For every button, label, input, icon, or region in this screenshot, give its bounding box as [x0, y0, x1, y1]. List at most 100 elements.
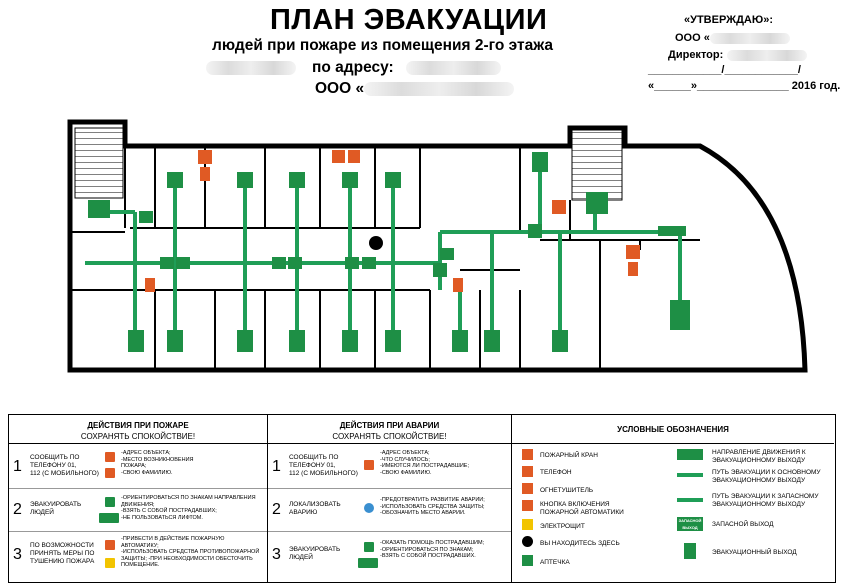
exit-sign: [272, 257, 286, 269]
legend-symbols-column: УСЛОВНЫЕ ОБОЗНАЧЕНИЯ ПОЖАРНЫЙ КРАН ТЕЛЕФ…: [512, 415, 834, 582]
action-number: 2: [272, 501, 281, 518]
evacuation-exit-icon: [684, 543, 696, 559]
exit-sign: [385, 330, 401, 352]
extinguisher-icon: [145, 278, 155, 292]
exit-sign: [658, 226, 672, 236]
approval-org-prefix: ООО «: [675, 32, 710, 44]
plan-title: ПЛАН ЭВАКУАЦИИ: [270, 4, 548, 36]
exit-sign: [532, 152, 548, 172]
main-route-line-icon: [677, 473, 703, 477]
extinguisher-icon: [348, 150, 360, 163]
redacted-name: [206, 60, 296, 75]
signature-line: ____________/____________/: [648, 64, 801, 76]
legend-panel: ДЕЙСТВИЯ ПРИ ПОЖАРЕ СОХРАНЯТЬ СПОКОЙСТВИ…: [8, 414, 836, 583]
fire-actions-column: ДЕЙСТВИЯ ПРИ ПОЖАРЕ СОХРАНЯТЬ СПОКОЙСТВИ…: [9, 415, 268, 582]
phone-icon: [105, 468, 115, 478]
alarm-button-icon: [552, 200, 566, 214]
exit-sign: [433, 263, 447, 277]
exit-sign: [167, 172, 183, 188]
reserve-route-line-icon: [677, 498, 703, 502]
protection-icon: [364, 503, 374, 513]
fire-hydrant-icon: [626, 245, 640, 259]
approval-heading: «УТВЕРЖДАЮ»:: [684, 14, 773, 26]
phone-icon: [522, 466, 533, 477]
redacted-approval-org: [709, 32, 790, 44]
action-number: 3: [272, 546, 281, 563]
director-line: Директор:: [668, 49, 808, 61]
legend-label: ОГНЕТУШИТЕЛЬ: [540, 487, 594, 494]
first-aid-icon: [522, 555, 533, 566]
safety-signs: [145, 150, 640, 292]
exit-sign: [552, 330, 568, 352]
fire-hydrant-icon: [522, 449, 533, 460]
exit-sign: [528, 224, 542, 238]
legend-label: ТЕЛЕФОН: [540, 469, 572, 476]
legend-label: ПУТЬ ЭВАКУАЦИИ К ЗАПАСНОМУ ЭВАКУАЦИОННОМ…: [712, 493, 819, 508]
exit-sign: [342, 172, 358, 188]
accident-actions-header: ДЕЙСТВИЯ ПРИ АВАРИИ СОХРАНЯТЬ СПОКОЙСТВИ…: [268, 415, 511, 444]
accident-actions-column: ДЕЙСТВИЯ ПРИ АВАРИИ СОХРАНЯТЬ СПОКОЙСТВИ…: [268, 415, 512, 582]
legend-label: АПТЕЧКА: [540, 559, 570, 566]
exit-sign-icon: [105, 497, 115, 507]
legend-heading: УСЛОВНЫЕ ОБОЗНАЧЕНИЯ: [617, 425, 729, 434]
exit-sign: [586, 192, 608, 214]
exit-sign: [167, 330, 183, 352]
first-aid-icon: [364, 542, 374, 552]
legend-label: ЗАПАСНОЙ ВЫХОД: [712, 521, 774, 528]
action-details: -ОКАЗАТЬ ПОМОЩЬ ПОСТРАДАВШИМ;-ОРИЕНТИРОВ…: [380, 540, 485, 559]
legend-label: ПОЖАРНЫЙ КРАН: [540, 452, 598, 459]
exit-sign: [440, 248, 454, 260]
you-are-here-icon: [522, 536, 533, 547]
accident-actions-subheading: СОХРАНЯТЬ СПОКОЙСТВИЕ!: [332, 432, 447, 441]
exit-sign: [345, 257, 359, 269]
org-line: ООО «: [315, 80, 515, 98]
stairwell-right: [571, 129, 623, 201]
exit-sign: [88, 200, 110, 218]
address-label: по адресу:: [312, 59, 394, 76]
stairwell-left: [74, 127, 124, 199]
exit-sign: [289, 330, 305, 352]
legend-label: ПУТЬ ЭВАКУАЦИИ К ОСНОВНОМУ ЭВАКУАЦИОННОМ…: [712, 469, 821, 484]
exit-sign: [289, 172, 305, 188]
legend-label: НАПРАВЛЕНИЕ ДВИЖЕНИЯ К ЭВАКУАЦИОННОМУ ВЫ…: [712, 449, 806, 464]
floor-plan: [67, 119, 808, 373]
org-prefix: ООО «: [315, 80, 365, 97]
direction-sign-icon: [358, 558, 378, 568]
phone-icon: [198, 150, 212, 164]
exit-sign: [484, 330, 500, 352]
legend-label: ВЫ НАХОДИТЕСЬ ЗДЕСЬ: [540, 540, 620, 547]
fire-actions-heading: ДЕЙСТВИЯ ПРИ ПОЖАРЕ: [87, 421, 189, 430]
address-line: по адресу:: [206, 59, 501, 77]
exit-sign: [237, 172, 253, 188]
approval-org: ООО «: [675, 32, 790, 44]
legend-label: ЭВАКУАЦИОННЫЙ ВЫХОД: [712, 549, 797, 556]
electric-panel-icon: [522, 519, 533, 530]
exit-sign: [385, 172, 401, 188]
exit-sign: [237, 330, 253, 352]
phone-icon: [332, 150, 345, 163]
action-number: 2: [13, 501, 22, 518]
exit-sign: [362, 257, 376, 269]
reserve-exit-sign-icon: ЗАПАСНОЙ ВЫХОД: [677, 517, 703, 531]
exit-sign: [128, 330, 144, 352]
phone-icon: [364, 460, 374, 470]
outer-walls: [67, 119, 808, 373]
electric-panel-icon: [105, 558, 115, 568]
exit-sign: [160, 257, 174, 269]
extinguisher-icon: [453, 278, 463, 292]
redacted-org: [364, 81, 515, 96]
redacted-director: [727, 49, 808, 61]
